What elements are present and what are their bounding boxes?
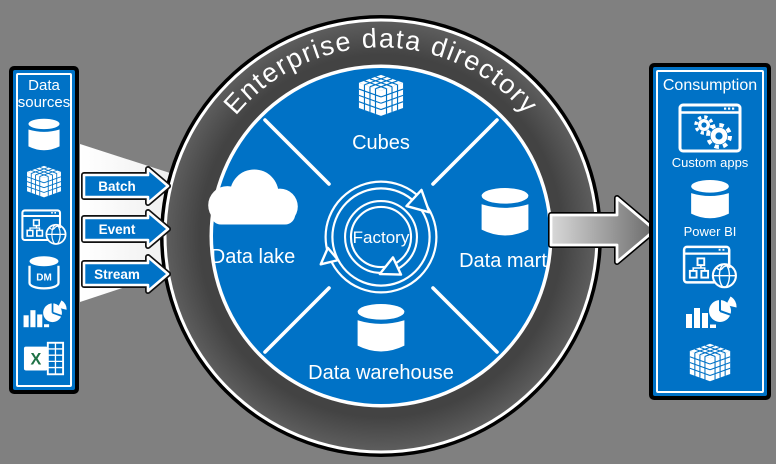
excel-icon: X	[23, 342, 65, 376]
consumption-title: Consumption	[662, 77, 758, 94]
cycle-arrowhead-bottom	[378, 256, 403, 276]
cubes-icon	[358, 74, 404, 117]
cycle-arrowhead-left	[319, 246, 340, 266]
stream-arrow-label: Stream	[94, 267, 140, 282]
charts-icon	[685, 295, 737, 329]
dm-label: DM	[36, 273, 51, 284]
output-arrow	[548, 195, 658, 265]
stream-arrow: Stream	[81, 254, 171, 294]
quadrant-label-data-mart: Data mart	[459, 250, 547, 272]
quadrant-label-data-lake: Data lake	[211, 246, 296, 268]
app-window-globe-icon	[682, 245, 738, 289]
consumption-icon-stack: Custom apps Power BI	[658, 95, 762, 391]
data-warehouse-database-icon	[357, 304, 405, 352]
factory-cycle: Factory	[319, 180, 438, 294]
cube-icon	[689, 342, 731, 382]
batch-arrow: Batch	[81, 166, 171, 206]
consumption-panel: Consumption Custom apps Power BI	[649, 63, 771, 400]
custom-apps-icon	[678, 103, 742, 154]
cycle-arrowhead-top	[405, 188, 431, 214]
event-arrow: Event	[81, 209, 171, 249]
consumption-item-custom-apps: Custom apps	[671, 102, 749, 172]
quadrant-dividers	[263, 118, 499, 354]
factory-label: Factory	[353, 228, 410, 247]
excel-letter: X	[30, 350, 41, 368]
batch-arrow-label: Batch	[98, 179, 136, 194]
database-icon	[28, 119, 60, 151]
ingest-arrows: Batch Event Stream	[81, 166, 171, 294]
quadrant-label-data-warehouse: Data warehouse	[308, 362, 454, 384]
data-sources-icon-stack: DM X	[18, 112, 70, 385]
event-arrow-label: Event	[99, 222, 136, 237]
data-sources-title-line2: sources	[17, 93, 71, 111]
power-bi-database-icon	[691, 180, 729, 219]
data-sources-panel: Data sources DM	[9, 66, 79, 394]
data-sources-title: Data sources	[17, 77, 71, 112]
consumption-item-power-bi: Power BI	[683, 179, 737, 241]
power-bi-label: Power BI	[683, 224, 737, 240]
quadrant-label-cubes: Cubes	[352, 132, 410, 154]
data-mart-database-icon	[481, 188, 529, 236]
data-sources-title-line1: Data	[28, 77, 60, 94]
dm-database-icon: DM	[28, 255, 60, 290]
cube-icon	[26, 165, 62, 198]
custom-apps-label: Custom apps	[671, 155, 749, 171]
charts-icon	[22, 299, 67, 328]
app-window-globe-icon	[21, 208, 67, 245]
